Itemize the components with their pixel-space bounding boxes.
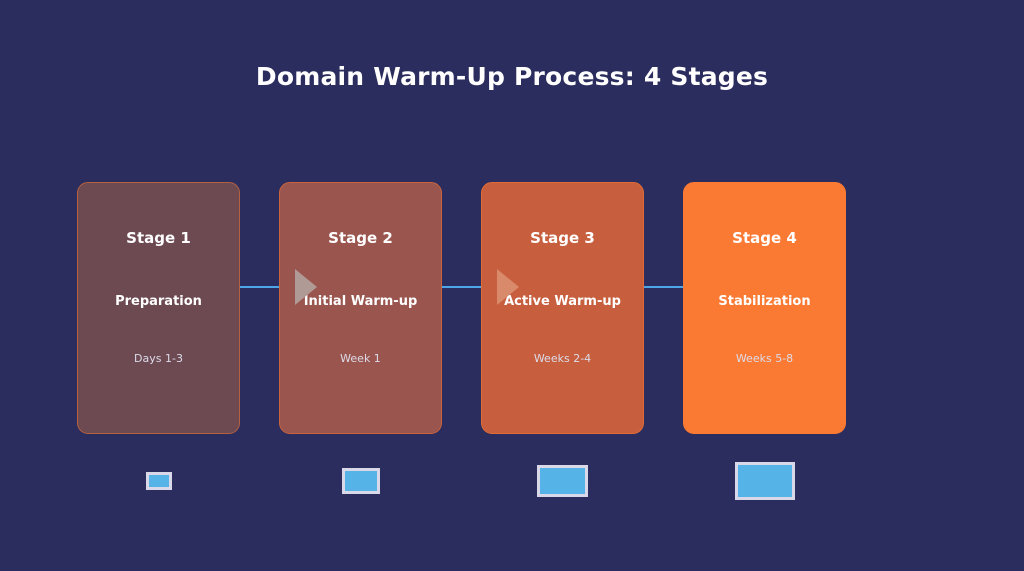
- stage-name-1: Stage 1: [126, 229, 191, 247]
- stage-duration-1: Days 1-3: [134, 352, 183, 365]
- stage-name-4: Stage 4: [732, 229, 797, 247]
- stage-duration-2: Week 1: [340, 352, 381, 365]
- volume-bar-1: [146, 472, 172, 490]
- flow-arrow-icon-3: [497, 269, 519, 305]
- stage-name-3: Stage 3: [530, 229, 595, 247]
- stage-label-1: Preparation: [115, 294, 202, 309]
- stage-label-3: Active Warm-up: [504, 294, 621, 309]
- connector-line-3: [644, 286, 683, 288]
- stage-label-2: Initial Warm-up: [303, 294, 418, 309]
- stage-duration-4: Weeks 5-8: [735, 352, 794, 365]
- stage-name-2: Stage 2: [328, 229, 393, 247]
- connector-line-1: [240, 286, 279, 288]
- connector-line-2: [442, 286, 481, 288]
- volume-bar-4: [735, 462, 795, 500]
- stage-label-4: Stabilization: [718, 294, 811, 309]
- stage-duration-3: Weeks 2-4: [533, 352, 592, 365]
- volume-bar-2: [342, 468, 380, 494]
- page-title: Domain Warm-Up Process: 4 Stages: [255, 62, 769, 91]
- volume-bar-3: [537, 465, 588, 497]
- flow-arrow-icon-2: [295, 269, 317, 305]
